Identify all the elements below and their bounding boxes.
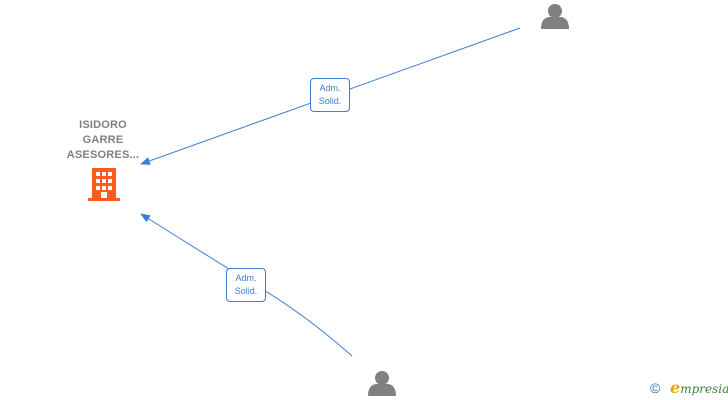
edge-label-line: Adm. — [319, 83, 341, 93]
company-name-label[interactable]: ISIDORO GARRE ASESORES... — [48, 118, 158, 163]
copyright-symbol: © — [650, 380, 661, 396]
company-name-line: ISIDORO — [79, 119, 127, 131]
edge-label-top[interactable]: Adm. Solid. — [310, 78, 350, 112]
company-name-line: GARRE — [82, 134, 124, 146]
edge-label-bottom[interactable]: Adm. Solid. — [226, 268, 266, 302]
brand-logo-rest: mpresia — [680, 382, 728, 396]
edge-label-line: Adm. — [235, 273, 257, 283]
building-icon[interactable] — [88, 168, 120, 201]
person-icon[interactable] — [541, 4, 569, 29]
brand-logo[interactable]: empresia — [670, 378, 728, 399]
edge-label-line: Solid. — [318, 96, 342, 106]
brand-logo-initial: e — [670, 378, 681, 397]
person-icon[interactable] — [368, 371, 396, 396]
company-name-line: ASESORES... — [66, 149, 140, 161]
edge-label-line: Solid. — [234, 286, 258, 296]
